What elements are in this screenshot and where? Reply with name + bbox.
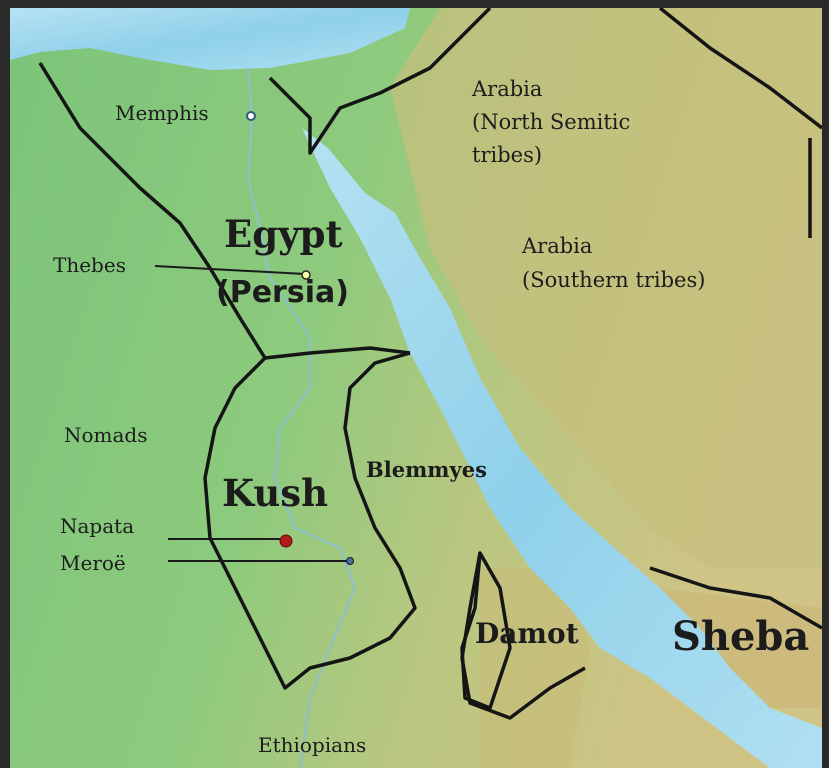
- region-label-arabia-south: Arabia (Southern tribes): [522, 230, 705, 297]
- arabia-north-line-3: tribes): [472, 142, 543, 167]
- arabia-south-line-1: Arabia: [522, 234, 593, 258]
- arabia-north-line-1: Arabia: [472, 77, 543, 101]
- arabia-desert: [390, 8, 822, 568]
- city-label-napata: Napata: [60, 514, 135, 538]
- arabia-north-line-2: (North Semitic: [472, 109, 631, 134]
- arabia-south-line-2: (Southern tribes): [522, 267, 706, 292]
- city-label-thebes: Thebes: [53, 253, 126, 277]
- region-label-arabia-north: Arabia (North Semitic tribes): [472, 73, 630, 171]
- red-sea: [302, 128, 822, 768]
- region-label-persia: (Persia): [216, 275, 349, 310]
- region-label-egypt: Egypt: [224, 212, 343, 256]
- thebes-marker-icon: [301, 270, 311, 280]
- nile-river: [246, 67, 357, 768]
- region-label-nomads: Nomads: [64, 423, 148, 447]
- meroe-marker-icon: [346, 557, 354, 565]
- region-label-kush: Kush: [222, 471, 328, 515]
- region-label-ethiopians: Ethiopians: [258, 733, 367, 757]
- region-label-damot: Damot: [475, 617, 579, 650]
- city-pointers: [154, 265, 350, 562]
- map-canvas: [10, 8, 822, 768]
- city-label-meroe: Meroë: [60, 551, 126, 575]
- napata-marker-icon: [279, 534, 293, 548]
- political-borders: [38, 8, 822, 720]
- mediterranean-sea: [10, 8, 410, 70]
- region-label-blemmyes: Blemmyes: [366, 457, 487, 482]
- memphis-marker-icon: [246, 111, 256, 121]
- city-label-memphis: Memphis: [115, 101, 209, 125]
- region-label-sheba: Sheba: [672, 613, 810, 660]
